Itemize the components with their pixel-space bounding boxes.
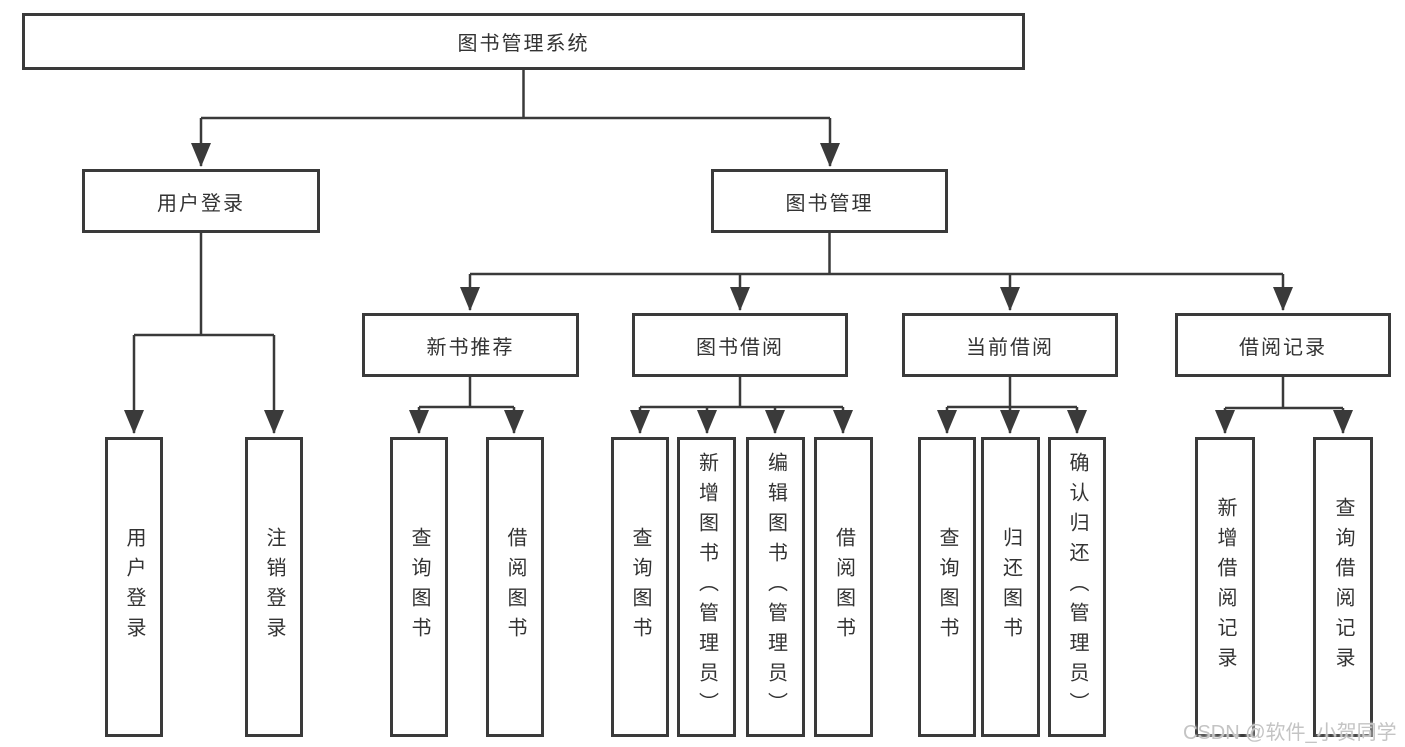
node-book-management: 图书管理 bbox=[711, 169, 948, 233]
node-user-login: 用户登录 bbox=[82, 169, 320, 233]
leaf-borrow-books-2: 借阅图书 bbox=[814, 437, 873, 737]
leaf-logout: 注销登录 bbox=[245, 437, 303, 737]
node-label: 用户登录 bbox=[157, 192, 245, 215]
node-label: 图书管理系统 bbox=[457, 33, 590, 55]
node-label: 查询图书 bbox=[629, 527, 651, 647]
leaf-return-book: 归还图书 bbox=[981, 437, 1040, 737]
leaf-borrow-books-1: 借阅图书 bbox=[486, 437, 544, 737]
leaf-query-books-3: 查询图书 bbox=[918, 437, 976, 737]
node-label: 新增图书（管理员） bbox=[695, 452, 718, 722]
leaf-edit-book-admin: 编辑图书（管理员） bbox=[746, 437, 805, 737]
node-label: 查询借阅记录 bbox=[1332, 497, 1354, 677]
leaf-add-borrow-record: 新增借阅记录 bbox=[1195, 437, 1255, 737]
node-label: 注销登录 bbox=[263, 527, 285, 647]
node-label: 借阅图书 bbox=[504, 527, 526, 647]
node-label: 编辑图书（管理员） bbox=[764, 452, 787, 722]
leaf-confirm-return-admin: 确认归还（管理员） bbox=[1048, 437, 1106, 737]
node-label: 用户登录 bbox=[123, 527, 145, 647]
node-label: 确认归还（管理员） bbox=[1066, 452, 1088, 722]
leaf-user-login: 用户登录 bbox=[105, 437, 163, 737]
node-label: 新书推荐 bbox=[426, 336, 515, 359]
node-label: 查询图书 bbox=[936, 527, 958, 647]
leaf-add-book-admin: 新增图书（管理员） bbox=[677, 437, 736, 737]
node-new-book-recommend: 新书推荐 bbox=[362, 313, 579, 377]
node-label: 图书借阅 bbox=[696, 336, 784, 359]
node-label: 图书管理 bbox=[785, 192, 874, 215]
node-borrow-records: 借阅记录 bbox=[1175, 313, 1391, 377]
leaf-query-books-2: 查询图书 bbox=[611, 437, 669, 737]
node-label: 查询图书 bbox=[408, 527, 430, 647]
node-label: 新增借阅记录 bbox=[1214, 497, 1236, 677]
node-library-management-system: 图书管理系统 bbox=[22, 13, 1025, 70]
node-label: 当前借阅 bbox=[966, 336, 1054, 359]
node-label: 借阅图书 bbox=[832, 527, 855, 647]
node-current-borrow: 当前借阅 bbox=[902, 313, 1118, 377]
node-label: 借阅记录 bbox=[1239, 336, 1327, 359]
node-label: 归还图书 bbox=[999, 527, 1022, 647]
csdn-watermark: CSDN @软件_小贺同学 bbox=[1183, 722, 1397, 744]
node-book-borrow: 图书借阅 bbox=[632, 313, 848, 377]
leaf-query-borrow-record: 查询借阅记录 bbox=[1313, 437, 1373, 737]
leaf-query-books-1: 查询图书 bbox=[390, 437, 448, 737]
